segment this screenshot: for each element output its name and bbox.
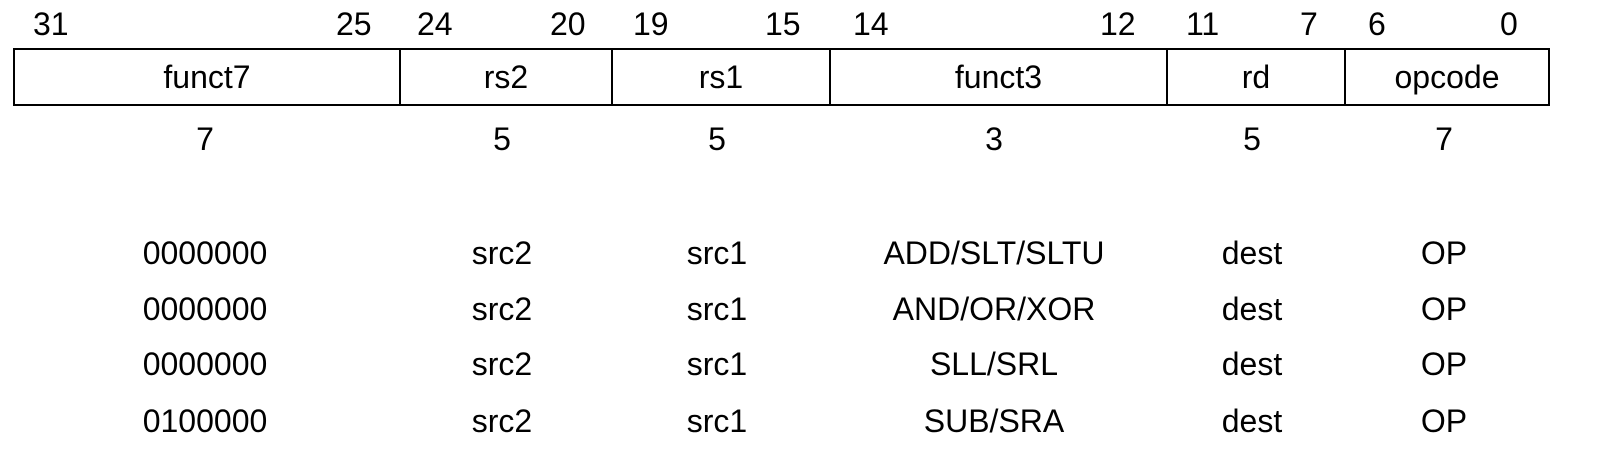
encoding-opcode: OP bbox=[1420, 235, 1468, 271]
field-funct7: funct7 bbox=[15, 50, 399, 104]
field-width: 5 bbox=[708, 121, 726, 157]
field-width: 7 bbox=[196, 121, 214, 157]
bit-number: 11 bbox=[1186, 6, 1220, 42]
encoding-funct3: SUB/SRA bbox=[923, 403, 1065, 439]
encoding-funct7: 0000000 bbox=[142, 346, 268, 382]
field-width: 5 bbox=[1243, 121, 1261, 157]
encoding-funct3: SLL/SRL bbox=[929, 346, 1059, 382]
bit-number: 20 bbox=[550, 6, 586, 42]
field-opcode: opcode bbox=[1344, 50, 1548, 104]
bit-number: 15 bbox=[765, 6, 801, 42]
encoding-rs1: src1 bbox=[686, 403, 748, 439]
encoding-funct7: 0100000 bbox=[142, 403, 268, 439]
instruction-format-fields: funct7 rs2 rs1 funct3 rd opcode bbox=[13, 48, 1550, 106]
field-name: opcode bbox=[1394, 58, 1500, 95]
encoding-rs1: src1 bbox=[686, 235, 748, 271]
encoding-rd: dest bbox=[1221, 403, 1283, 439]
encoding-opcode: OP bbox=[1420, 403, 1468, 439]
encoding-rd: dest bbox=[1221, 291, 1283, 327]
bit-number: 7 bbox=[1300, 6, 1318, 42]
encoding-rs1: src1 bbox=[686, 291, 748, 327]
bit-number: 0 bbox=[1500, 6, 1518, 42]
encoding-funct3: ADD/SLT/SLTU bbox=[883, 235, 1105, 271]
encoding-rs2: src2 bbox=[471, 235, 533, 271]
encoding-rs2: src2 bbox=[471, 291, 533, 327]
field-width: 5 bbox=[493, 121, 511, 157]
encoding-rs2: src2 bbox=[471, 346, 533, 382]
field-width: 7 bbox=[1435, 121, 1453, 157]
bit-number: 19 bbox=[633, 6, 669, 42]
encoding-opcode: OP bbox=[1420, 346, 1468, 382]
encoding-rd: dest bbox=[1221, 235, 1283, 271]
bit-number: 24 bbox=[417, 6, 453, 42]
field-name: rd bbox=[1241, 58, 1271, 95]
field-name: rs1 bbox=[698, 58, 744, 95]
encoding-rs1: src1 bbox=[686, 346, 748, 382]
bit-number: 31 bbox=[33, 6, 69, 42]
field-name: funct3 bbox=[954, 58, 1043, 95]
field-rs2: rs2 bbox=[399, 50, 611, 104]
encoding-rs2: src2 bbox=[471, 403, 533, 439]
bit-number: 25 bbox=[336, 6, 372, 42]
field-width: 3 bbox=[985, 121, 1003, 157]
field-rd: rd bbox=[1166, 50, 1344, 104]
encoding-funct7: 0000000 bbox=[142, 235, 268, 271]
bit-number: 14 bbox=[853, 6, 889, 42]
encoding-funct7: 0000000 bbox=[142, 291, 268, 327]
field-rs1: rs1 bbox=[611, 50, 829, 104]
encoding-opcode: OP bbox=[1420, 291, 1468, 327]
bit-number: 6 bbox=[1368, 6, 1386, 42]
encoding-rd: dest bbox=[1221, 346, 1283, 382]
encoding-funct3: AND/OR/XOR bbox=[892, 291, 1096, 327]
field-name: rs2 bbox=[483, 58, 529, 95]
field-name: funct7 bbox=[163, 58, 251, 95]
bit-number: 12 bbox=[1100, 6, 1136, 42]
field-funct3: funct3 bbox=[829, 50, 1166, 104]
